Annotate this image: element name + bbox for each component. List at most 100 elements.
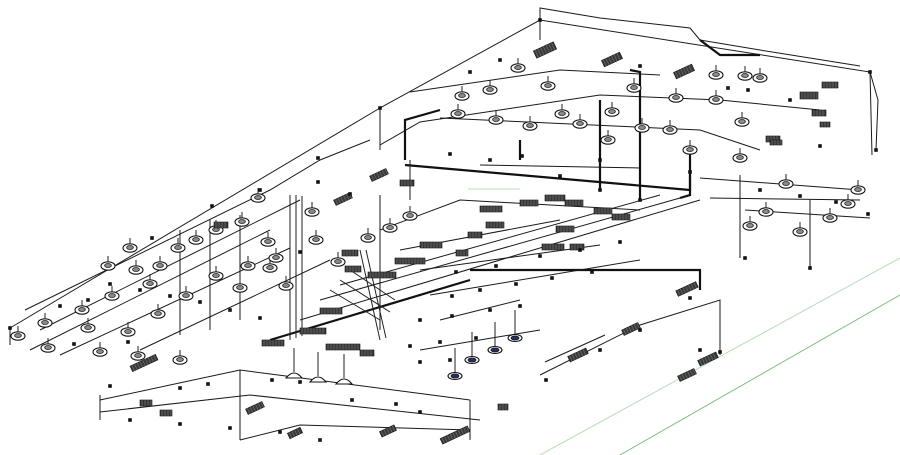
pipe-joint — [418, 360, 422, 364]
sprinkler-head-icon — [792, 222, 808, 237]
pipe-joint — [520, 154, 524, 158]
fixture-core — [738, 119, 746, 124]
valve-bank-rib — [345, 194, 350, 200]
pipe-run — [709, 197, 861, 201]
pipe-joint — [178, 422, 182, 426]
fixture-core — [308, 209, 316, 214]
pipe-joint — [638, 328, 642, 332]
valve-bank-rib — [288, 432, 293, 438]
sprinkler-head-icon — [604, 102, 620, 117]
valve-bank-rib — [337, 197, 341, 204]
pipe-joint — [150, 236, 154, 240]
sprinkler-head-icon — [554, 104, 570, 119]
valve-bank-rib — [684, 372, 688, 379]
valve-bank-body — [439, 425, 471, 445]
fixture-core — [126, 245, 134, 250]
ground-grid-lines — [468, 188, 900, 455]
valve-bank-body — [567, 347, 589, 363]
fixture-core — [741, 73, 749, 78]
sprinkler-head-icon — [402, 206, 418, 221]
pipe-joint — [726, 86, 730, 90]
pipe-joint — [818, 144, 822, 148]
fixture-core — [264, 239, 272, 244]
sprinkler-head-icon — [278, 276, 294, 291]
valve-bank-rib — [674, 71, 679, 79]
pipe-joint — [638, 198, 642, 202]
valve-bank — [439, 425, 471, 445]
valve-bank-rib — [297, 428, 301, 435]
pipe-joint — [598, 348, 602, 352]
fixture-core — [458, 93, 466, 98]
fixture-core — [638, 125, 646, 130]
valve-bank-rib — [142, 360, 146, 366]
valve-bank-rib — [376, 172, 380, 179]
valve-bank-rib — [452, 432, 456, 439]
fixture-core — [467, 357, 477, 363]
sprinkler-head-icon — [522, 116, 538, 131]
sprinkler-head-icon — [758, 202, 774, 217]
pipe-joint — [228, 308, 232, 312]
valve-bank-rib — [441, 437, 445, 444]
valve-bank-rib — [613, 54, 618, 62]
valve-bank-body — [139, 399, 153, 407]
valve-bank — [675, 281, 699, 297]
sprinkler-head-icon — [822, 208, 838, 223]
fixture-core — [96, 349, 104, 354]
valve-bank — [819, 121, 831, 128]
valve-bank-rib — [449, 433, 453, 440]
valve-bank-rib — [257, 403, 262, 409]
valve-bank-rib — [677, 289, 681, 296]
fixture-core — [486, 87, 494, 92]
valve-bank-body — [485, 221, 505, 229]
fixture-core — [492, 117, 500, 122]
valve-bank-rib — [685, 286, 689, 292]
sprinkler-head-icon — [662, 120, 678, 135]
valve-bank — [567, 347, 589, 363]
valve-bank-rib — [681, 373, 685, 380]
sprinkler-head-icon — [752, 68, 768, 83]
valve-bank-body — [611, 213, 631, 221]
sprinkler-head-icon — [450, 104, 466, 119]
fixture-core — [608, 109, 616, 114]
fixture-core — [450, 373, 460, 379]
pipe-joint — [474, 336, 478, 340]
pipe-joint — [72, 342, 76, 346]
valve-bank-rib — [687, 371, 691, 378]
valve-bank — [564, 199, 584, 207]
valve-bank-rib — [704, 356, 708, 363]
valve-bank — [697, 351, 719, 367]
valve-bank-rib — [611, 55, 615, 63]
valve-bank-rib — [134, 363, 138, 370]
pipe-joint — [210, 204, 214, 208]
drain-bowl — [308, 376, 328, 383]
floor-fixture-icon — [464, 332, 480, 365]
pipe-joint — [638, 64, 642, 68]
pipe-joint — [348, 192, 352, 196]
pipe-joint — [394, 402, 398, 406]
sprinkler-head-icon — [120, 322, 136, 337]
fixture-core — [14, 333, 22, 338]
pipe-joint — [538, 254, 542, 258]
valve-bank-body — [455, 249, 469, 257]
sprinkler-head-icon — [152, 256, 168, 271]
valve-bank — [769, 139, 783, 146]
valve-bank — [479, 205, 503, 213]
valve-bank-rib — [710, 354, 714, 361]
sprinkler-head-icon — [150, 304, 166, 319]
pipe-joint — [688, 170, 692, 174]
sprinkler-head-icon — [572, 114, 588, 129]
valve-bank-rib — [692, 368, 696, 375]
floor-fixture-icon — [507, 310, 523, 343]
fixture-core — [762, 209, 770, 214]
valve-bank-rib — [335, 199, 339, 205]
perimeter-piping — [9, 7, 879, 356]
valve-bank-body — [564, 199, 584, 207]
valve-bank-rib — [249, 406, 253, 413]
pipe-joint — [788, 98, 792, 102]
fixture-core — [154, 311, 162, 316]
valve-bank — [286, 426, 304, 440]
pipe-joint — [298, 250, 302, 254]
valve-bank-rib — [466, 426, 470, 432]
